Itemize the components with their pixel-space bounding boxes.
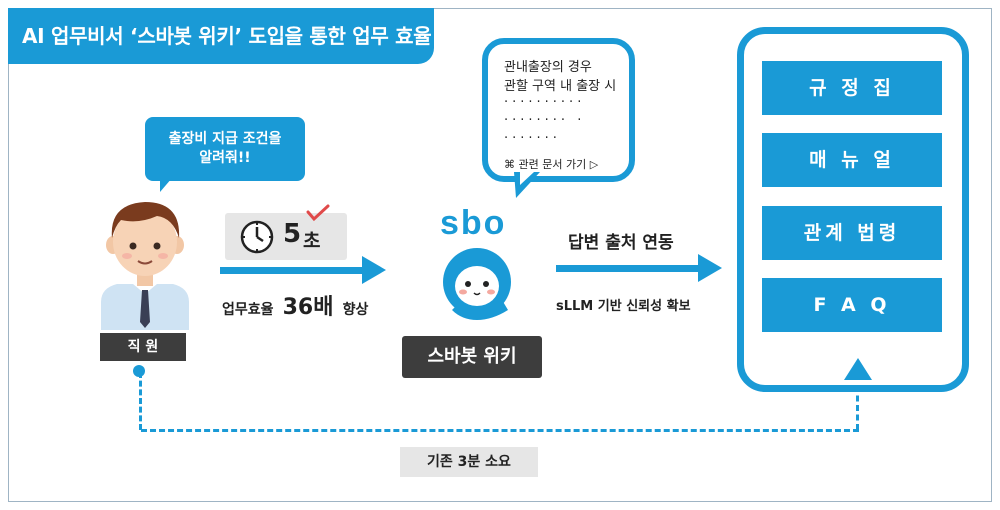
- answer-line-1: 관내출장의 경우: [504, 60, 592, 75]
- answer-dots-2: ········ ·: [504, 113, 586, 128]
- doc-manual[interactable]: 매 뉴 얼: [762, 133, 942, 187]
- existing-path-arrow-head: [844, 358, 872, 380]
- doc-laws[interactable]: 관계 법령: [762, 206, 942, 260]
- efficiency-text: 업무효율 36배 향상: [222, 289, 368, 321]
- question-bubble: 출장비 지급 조건을 알려줘!!: [145, 117, 305, 181]
- existing-time-label: 기존 3분 소요: [400, 447, 538, 477]
- page-title: AI 업무비서 ‘스바봇 위키’ 도입을 통한 업무 효율화: [8, 8, 434, 104]
- related-docs-link[interactable]: ⌘ 관련 문서 가기 ▷: [504, 158, 599, 171]
- question-line-2: 알려줘!!: [199, 150, 251, 166]
- path-start-dot: [133, 365, 145, 377]
- time-number: 5: [283, 219, 302, 249]
- diagram-frame: [8, 8, 992, 502]
- checkmark-icon: [306, 204, 330, 222]
- source-link-caption: sLLM 기반 신뢰성 확보: [556, 299, 691, 314]
- existing-path-right: [856, 386, 859, 430]
- answer-bubble: 관내출장의 경우 관할 구역 내 출장 시 ·········· ·······…: [482, 38, 635, 182]
- employee-label: 직 원: [100, 333, 186, 361]
- answer-dots-1: ··········: [504, 95, 586, 110]
- mascot-logo-text: sbo: [440, 204, 506, 242]
- response-time-badge: 5 초: [225, 213, 347, 260]
- doc-faq[interactable]: F A Q: [762, 278, 942, 332]
- arrow-to-mascot-line: [220, 267, 365, 274]
- existing-path-bottom: [141, 429, 859, 432]
- question-line-1: 출장비 지급 조건을: [168, 131, 282, 147]
- doc-regulations[interactable]: 규 정 집: [762, 61, 942, 115]
- employee-icon: [101, 202, 189, 330]
- clock-icon: [240, 220, 274, 254]
- answer-bubble-tail: [514, 172, 540, 198]
- efficiency-value: 36배: [282, 295, 334, 320]
- efficiency-prefix: 업무효율: [222, 302, 274, 318]
- time-unit: 초: [303, 230, 321, 252]
- arrow-to-docs-line: [556, 265, 701, 272]
- question-bubble-tail: [160, 178, 180, 192]
- existing-path-left: [139, 372, 142, 430]
- efficiency-suffix: 향상: [342, 302, 369, 318]
- arrow-to-docs-head: [698, 254, 722, 282]
- answer-dots-3: ·······: [504, 131, 561, 146]
- answer-line-2: 관할 구역 내 출장 시: [504, 79, 617, 94]
- mascot-icon: sbo: [440, 204, 511, 320]
- mascot-label: 스바봇 위키: [402, 336, 542, 378]
- arrow-to-mascot-head: [362, 256, 386, 284]
- source-link-title: 답변 출처 연동: [568, 233, 674, 253]
